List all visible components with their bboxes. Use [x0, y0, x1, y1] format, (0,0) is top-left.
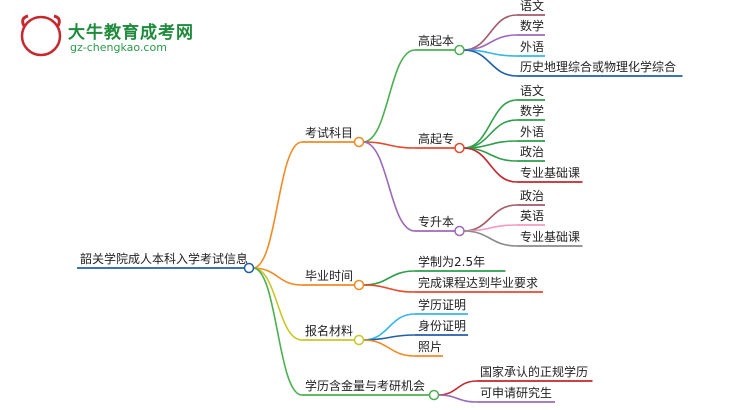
edge-leaf-2-1: [463, 224, 518, 232]
node-0-0[interactable]: 高起本: [418, 33, 454, 48]
branch-toggle-2[interactable]: [353, 334, 365, 346]
edge-leaf-0-3: [463, 49, 518, 77]
bull-logo-icon: [20, 14, 62, 57]
edge-leaf-2-2: [463, 230, 518, 247]
edge-0-2: [362, 141, 416, 232]
node-2-2[interactable]: 照片: [418, 340, 442, 354]
edge-leaf-2-0: [463, 204, 518, 232]
edge-2-0: [362, 313, 416, 341]
edge-1-1: [362, 284, 416, 293]
node-toggle-0-1[interactable]: [454, 142, 465, 154]
branch-node-0[interactable]: 考试科目: [305, 125, 353, 140]
leaf-node-1-1[interactable]: 数学: [520, 103, 544, 118]
branch-node-1[interactable]: 毕业时间: [305, 269, 353, 283]
branch-toggle-3[interactable]: [428, 389, 440, 401]
site-logo[interactable]: 大牛教育成考网 gz-chengkao.com: [18, 14, 193, 58]
leaf-node-1-4[interactable]: 专业基础课: [520, 165, 580, 180]
leaf-node-1-3[interactable]: 政治: [520, 145, 544, 159]
branch-node-3[interactable]: 学历含金量与考研机会: [305, 378, 425, 393]
node-2-0[interactable]: 学历证明: [418, 297, 466, 312]
edge-2-2: [362, 339, 416, 357]
leaf-node-1-0[interactable]: 语文: [520, 83, 544, 98]
edge-leaf-0-0: [463, 14, 518, 51]
node-0-2[interactable]: 专升本: [418, 214, 454, 229]
edge-leaf-1-4: [463, 147, 518, 183]
node-1-0[interactable]: 学制为2.5年: [418, 254, 485, 269]
edge-branch-3: [252, 267, 303, 396]
node-0-1[interactable]: 高起专: [418, 131, 454, 146]
leaf-node-2-0[interactable]: 政治: [520, 189, 544, 203]
leaf-node-0-1[interactable]: 数学: [520, 18, 544, 33]
branch-toggle-1[interactable]: [353, 279, 365, 291]
branch-toggle-0[interactable]: [353, 136, 365, 148]
edge-branch-2: [252, 267, 303, 341]
edge-3-1: [437, 394, 478, 403]
logo-url: gz-chengkao.com: [70, 41, 167, 54]
leaf-node-0-0[interactable]: 语文: [520, 0, 544, 13]
node-2-1[interactable]: 身份证明: [418, 318, 466, 333]
edge-3-0: [437, 380, 478, 396]
node-toggle-0-2[interactable]: [454, 225, 465, 237]
node-3-0[interactable]: 国家承认的正规学历: [480, 364, 588, 379]
node-3-1[interactable]: 可申请研究生: [480, 385, 552, 400]
logo-title: 大牛教育成考网: [68, 23, 194, 43]
edge-leaf-0-1: [463, 34, 518, 51]
branch-node-2[interactable]: 报名材料: [305, 323, 353, 338]
root-node[interactable]: 韶关学院成人本科入学考试信息: [80, 251, 248, 266]
edge-0-1: [362, 141, 416, 149]
leaf-node-2-2[interactable]: 专业基础课: [520, 229, 580, 244]
edge-leaf-1-2: [463, 140, 518, 149]
edge-branch-0: [252, 141, 303, 269]
mind-map-nodes: 韶关学院成人本科入学考试信息考试科目高起本语文数学外语历史地理综合或物理化学综合…: [80, 0, 676, 401]
root-collapse-toggle[interactable]: [243, 262, 255, 274]
leaf-node-0-3[interactable]: 历史地理综合或物理化学综合: [520, 59, 676, 74]
node-1-1[interactable]: 完成课程达到毕业要求: [418, 275, 538, 290]
edge-branch-1: [252, 267, 303, 286]
leaf-node-0-2[interactable]: 外语: [520, 40, 544, 54]
edge-2-1: [362, 334, 416, 341]
mind-map-edges: [77, 14, 683, 403]
leaf-node-2-1[interactable]: 英语: [520, 209, 544, 223]
leaf-node-1-2[interactable]: 外语: [520, 125, 544, 139]
edge-1-0: [362, 270, 416, 286]
edge-0-0: [362, 49, 416, 143]
node-toggle-0-0[interactable]: [454, 44, 465, 56]
